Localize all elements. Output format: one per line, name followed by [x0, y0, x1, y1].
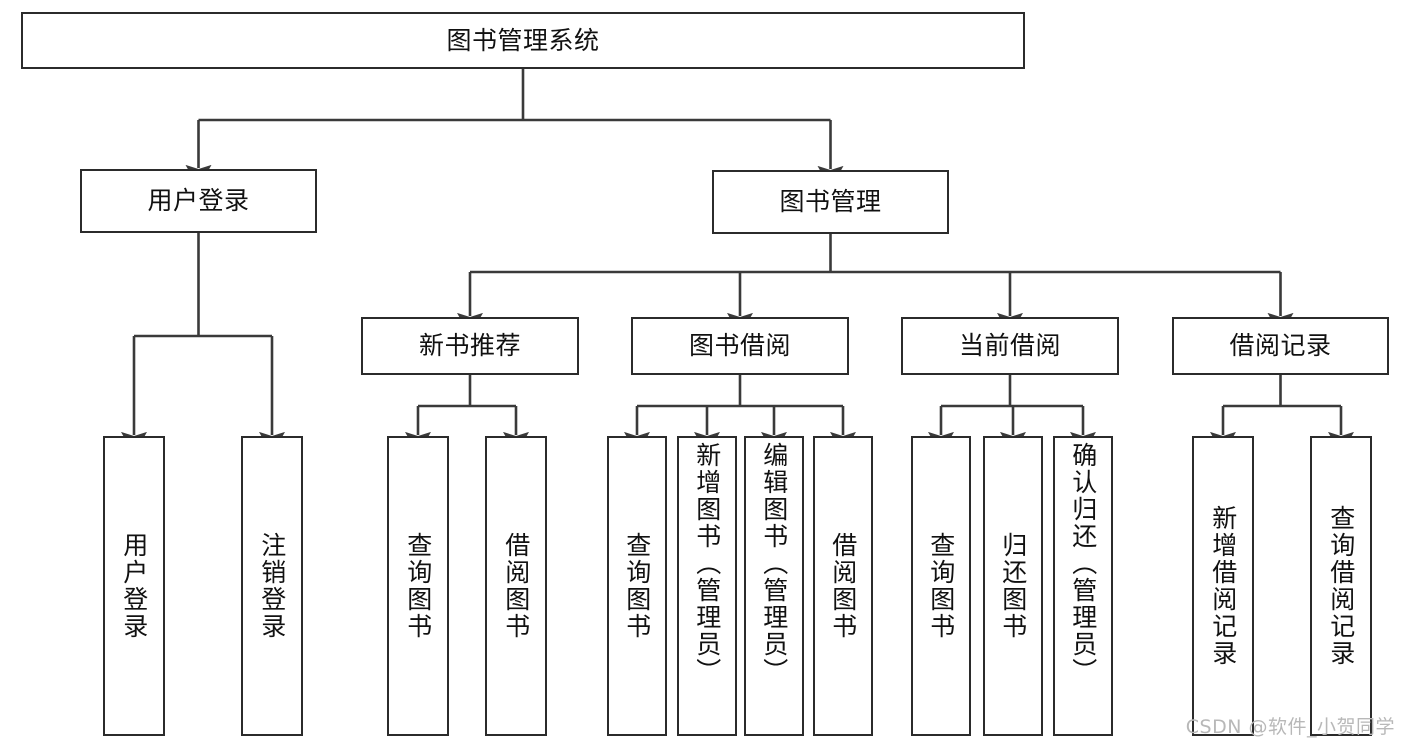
node-leaf-user-logout[interactable]: 注销登录: [241, 436, 303, 736]
node-leaf-query-book-3[interactable]: 查询图书: [911, 436, 971, 736]
node-leaf-add-book[interactable]: 新增图书（管理员）: [677, 436, 737, 736]
node-root[interactable]: 图书管理系统: [21, 12, 1025, 69]
node-leaf-query-record[interactable]: 查询借阅记录: [1310, 436, 1372, 736]
node-book-borrow-label: 图书借阅: [688, 331, 791, 361]
node-leaf-add-book-label: 新增图书（管理员）: [692, 442, 722, 685]
node-leaf-query-book-1[interactable]: 查询图书: [387, 436, 449, 736]
node-user-login-label: 用户登录: [147, 186, 250, 216]
node-leaf-add-record-label: 新增借阅记录: [1208, 505, 1238, 667]
node-leaf-query-record-label: 查询借阅记录: [1326, 505, 1356, 667]
node-current-borrow[interactable]: 当前借阅: [901, 317, 1119, 375]
node-leaf-edit-book-label: 编辑图书（管理员）: [759, 442, 789, 685]
node-leaf-query-book-2[interactable]: 查询图书: [607, 436, 667, 736]
node-root-label: 图书管理系统: [446, 25, 600, 55]
node-leaf-confirm-return-label: 确认归还（管理员）: [1068, 442, 1098, 685]
node-leaf-query-book-3-label: 查询图书: [926, 532, 956, 640]
node-leaf-return-book-label: 归还图书: [998, 532, 1028, 640]
node-book-manage-label: 图书管理: [779, 187, 882, 217]
node-leaf-return-book[interactable]: 归还图书: [983, 436, 1043, 736]
node-leaf-query-book-2-label: 查询图书: [622, 532, 652, 640]
node-leaf-borrow-book-2[interactable]: 借阅图书: [813, 436, 873, 736]
node-leaf-edit-book[interactable]: 编辑图书（管理员）: [744, 436, 804, 736]
watermark: CSDN @软件_小贺同学: [1185, 716, 1395, 738]
node-leaf-query-book-1-label: 查询图书: [403, 532, 433, 640]
node-leaf-user-login-label: 用户登录: [119, 532, 149, 640]
node-new-book-rec-label: 新书推荐: [418, 331, 521, 361]
node-current-borrow-label: 当前借阅: [958, 331, 1061, 361]
node-leaf-borrow-book-2-label: 借阅图书: [828, 532, 858, 640]
node-user-login[interactable]: 用户登录: [80, 169, 317, 233]
node-borrow-record[interactable]: 借阅记录: [1172, 317, 1389, 375]
node-leaf-borrow-book-1-label: 借阅图书: [501, 532, 531, 640]
node-leaf-user-login[interactable]: 用户登录: [103, 436, 165, 736]
node-book-borrow[interactable]: 图书借阅: [631, 317, 849, 375]
node-leaf-borrow-book-1[interactable]: 借阅图书: [485, 436, 547, 736]
node-book-manage[interactable]: 图书管理: [712, 170, 949, 234]
node-borrow-record-label: 借阅记录: [1229, 331, 1332, 361]
node-leaf-add-record[interactable]: 新增借阅记录: [1192, 436, 1254, 736]
node-leaf-user-logout-label: 注销登录: [257, 532, 287, 640]
node-leaf-confirm-return[interactable]: 确认归还（管理员）: [1053, 436, 1113, 736]
node-new-book-rec[interactable]: 新书推荐: [361, 317, 579, 375]
